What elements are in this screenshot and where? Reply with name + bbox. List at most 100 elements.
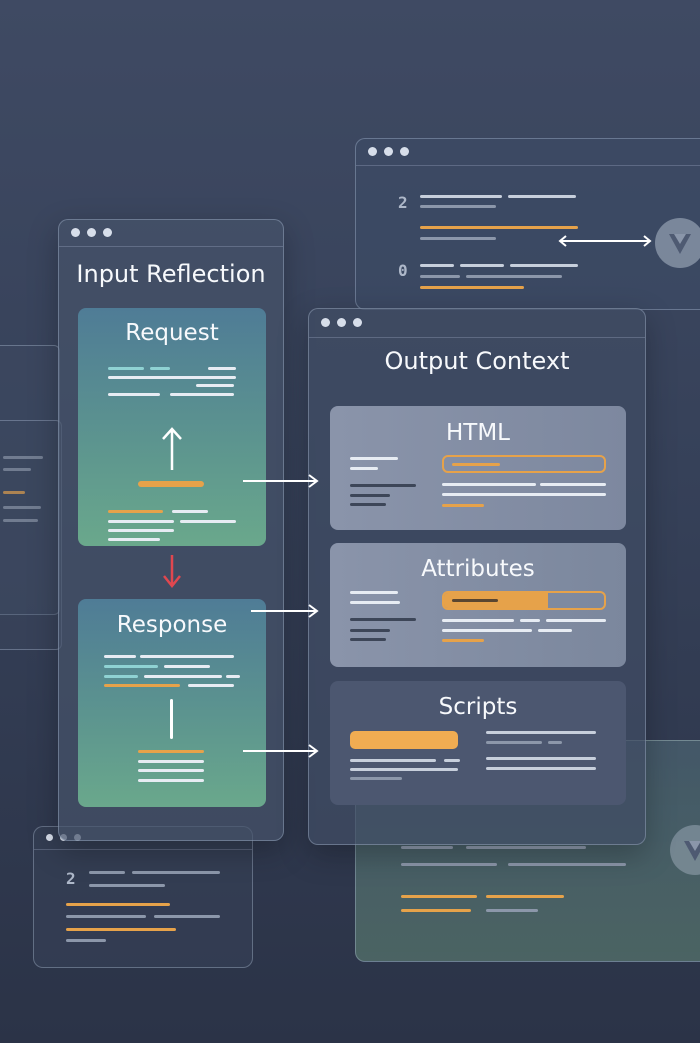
text-placeholder-line bbox=[486, 767, 596, 770]
window-dot bbox=[71, 228, 80, 237]
text-placeholder-line bbox=[132, 871, 220, 874]
text-placeholder-line bbox=[350, 503, 386, 506]
request-title: Request bbox=[125, 320, 219, 346]
text-placeholder-line bbox=[420, 237, 496, 240]
html-input-field bbox=[442, 455, 606, 473]
text-placeholder-line bbox=[3, 491, 25, 494]
text-placeholder-line bbox=[108, 510, 163, 513]
text-placeholder-line bbox=[150, 367, 170, 370]
request-card: Request bbox=[78, 308, 266, 546]
text-placeholder-line bbox=[108, 376, 236, 379]
text-placeholder-line bbox=[66, 903, 170, 906]
window-dot bbox=[384, 147, 393, 156]
text-placeholder-line bbox=[154, 915, 220, 918]
text-placeholder-line bbox=[104, 675, 138, 678]
text-placeholder-line bbox=[144, 675, 222, 678]
attributes-title: Attributes bbox=[421, 556, 535, 582]
text-placeholder-line bbox=[452, 463, 500, 466]
text-placeholder-line bbox=[486, 909, 538, 912]
text-placeholder-line bbox=[350, 484, 416, 487]
text-placeholder-line bbox=[508, 863, 626, 866]
text-placeholder-line bbox=[170, 393, 234, 396]
text-placeholder-line bbox=[466, 275, 562, 278]
line-number-label: 2 bbox=[66, 869, 76, 888]
attributes-card: Attributes bbox=[330, 543, 626, 667]
scripts-highlight-bar bbox=[350, 731, 458, 749]
attributes-input-field bbox=[442, 591, 606, 610]
arrow-response-to-scripts bbox=[243, 744, 319, 758]
text-placeholder-line bbox=[350, 494, 390, 497]
text-placeholder-line bbox=[226, 675, 240, 678]
text-placeholder-line bbox=[164, 665, 210, 668]
window-dot bbox=[353, 318, 362, 327]
text-placeholder-line bbox=[104, 665, 158, 668]
text-placeholder-line bbox=[138, 769, 204, 772]
html-title: HTML bbox=[445, 420, 510, 446]
text-placeholder-line bbox=[420, 275, 460, 278]
line-number-label: 2 bbox=[398, 193, 408, 212]
text-placeholder-line bbox=[466, 846, 586, 849]
text-placeholder-line bbox=[452, 599, 498, 602]
text-placeholder-line bbox=[3, 506, 41, 509]
shield-icon bbox=[670, 825, 700, 875]
shield-icon bbox=[655, 218, 700, 268]
background-window-left-1 bbox=[0, 345, 60, 615]
text-placeholder-line bbox=[420, 205, 496, 208]
text-placeholder-line bbox=[108, 538, 160, 541]
window-dot bbox=[368, 147, 377, 156]
text-placeholder-line bbox=[444, 759, 460, 762]
text-placeholder-line bbox=[3, 468, 31, 471]
text-placeholder-line bbox=[208, 367, 236, 370]
text-placeholder-line bbox=[442, 483, 536, 486]
window-dot bbox=[87, 228, 96, 237]
scripts-card: Scripts bbox=[330, 681, 626, 805]
text-placeholder-line bbox=[508, 195, 576, 198]
text-placeholder-line bbox=[350, 467, 378, 470]
text-placeholder-line bbox=[486, 895, 564, 898]
text-placeholder-line bbox=[350, 601, 400, 604]
text-placeholder-line bbox=[442, 629, 532, 632]
text-placeholder-line bbox=[520, 619, 540, 622]
text-placeholder-line bbox=[486, 741, 542, 744]
text-placeholder-line bbox=[138, 481, 204, 487]
background-window-left-2 bbox=[0, 420, 62, 650]
connector-line bbox=[170, 699, 173, 739]
text-placeholder-line bbox=[401, 895, 477, 898]
text-placeholder-line bbox=[138, 750, 204, 753]
background-window-top-right: 2 0 bbox=[355, 138, 700, 310]
line-number-label: 0 bbox=[398, 261, 408, 280]
arrow-response-to-attributes bbox=[251, 604, 319, 618]
window-dot bbox=[46, 834, 53, 841]
response-card: Response bbox=[78, 599, 266, 807]
text-placeholder-line bbox=[3, 456, 43, 459]
text-placeholder-line bbox=[104, 655, 136, 658]
text-placeholder-line bbox=[401, 909, 471, 912]
text-placeholder-line bbox=[104, 684, 180, 687]
text-placeholder-line bbox=[350, 457, 398, 460]
window-dot bbox=[103, 228, 112, 237]
text-placeholder-line bbox=[89, 871, 125, 874]
text-placeholder-line bbox=[350, 777, 402, 780]
text-placeholder-line bbox=[89, 884, 165, 887]
text-placeholder-line bbox=[180, 520, 236, 523]
double-arrow-top-right bbox=[558, 235, 652, 247]
text-placeholder-line bbox=[546, 619, 606, 622]
text-placeholder-line bbox=[350, 759, 436, 762]
output-context-window: Output Context HTML Attributes bbox=[308, 308, 646, 845]
text-placeholder-line bbox=[486, 757, 596, 760]
text-placeholder-line bbox=[350, 768, 458, 771]
response-title: Response bbox=[116, 612, 228, 638]
background-window-bottom-left: 2 bbox=[33, 826, 253, 968]
text-placeholder-line bbox=[196, 384, 234, 387]
text-placeholder-line bbox=[401, 846, 453, 849]
text-placeholder-line bbox=[420, 286, 524, 289]
text-placeholder-line bbox=[188, 684, 234, 687]
text-placeholder-line bbox=[350, 618, 416, 621]
text-placeholder-line bbox=[442, 493, 606, 496]
text-placeholder-line bbox=[442, 504, 484, 507]
down-arrow-icon bbox=[163, 555, 181, 589]
text-placeholder-line bbox=[108, 367, 144, 370]
window-dot bbox=[400, 147, 409, 156]
text-placeholder-line bbox=[350, 591, 398, 594]
